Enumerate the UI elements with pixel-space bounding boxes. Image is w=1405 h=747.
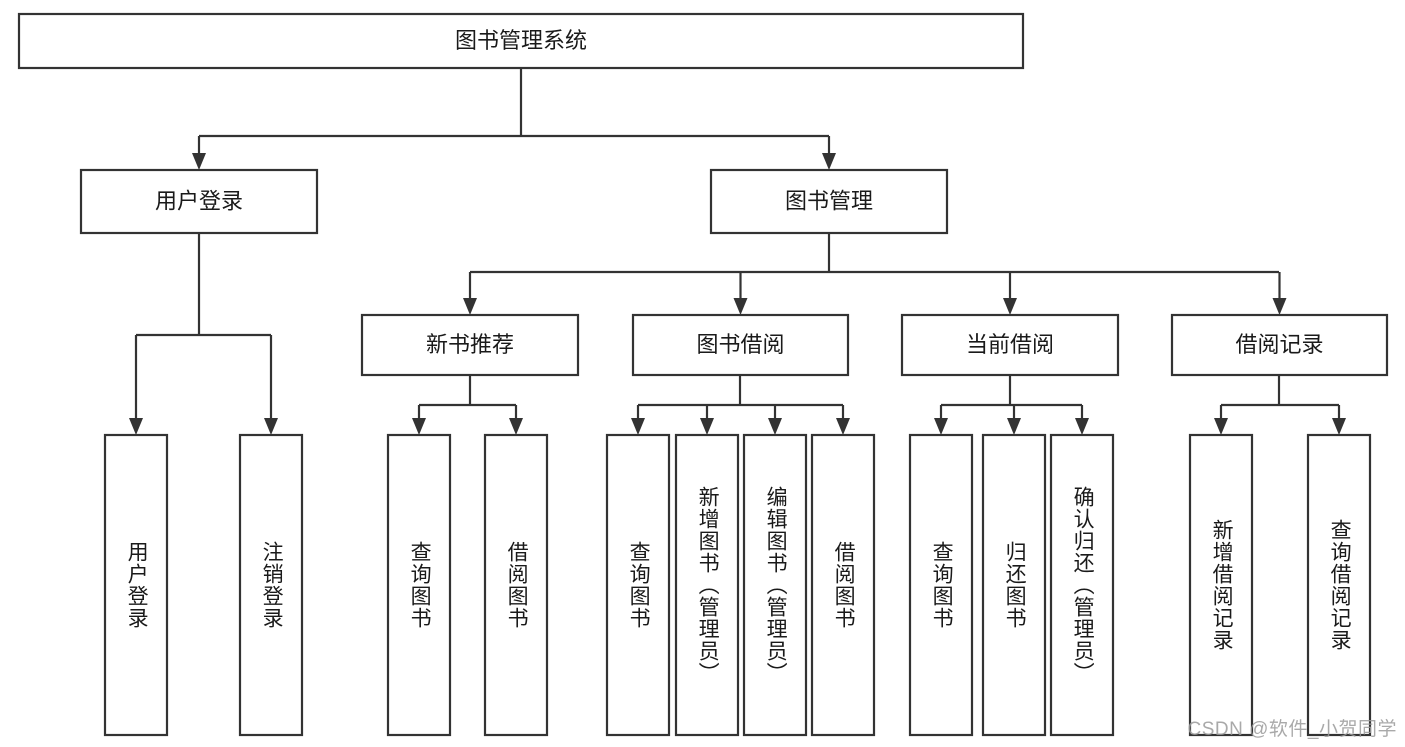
leaf-node-box-1[interactable] [238,433,304,737]
level1-node-box-1[interactable] [709,168,949,235]
level2-node-label-2: 当前借阅 [966,332,1054,357]
arrow-to-level2-3 [1272,298,1287,315]
level2-node-box-0[interactable] [360,313,580,377]
level2-node-label-0: 新书推荐 [426,332,514,357]
watermark-text: CSDN @软件_小贺同学 [1187,719,1397,740]
arrow-to-level1-0 [192,153,206,170]
leaf-node-box-10[interactable] [1049,433,1115,737]
level1-node-box-0[interactable] [79,168,319,235]
leaf-node-box-4[interactable] [605,433,671,737]
leaf-node-box-9[interactable] [981,433,1047,737]
arrow-to-leaf-3-0 [1214,418,1228,435]
arrow-to-level2-2 [1003,298,1017,315]
arrow-to-leaf-1-2 [768,418,782,435]
level2-node-box-1[interactable] [631,313,850,377]
arrow-to-leaf-2-2 [1075,418,1089,435]
arrow-to-leaf-3-1 [1332,418,1346,435]
leaf-node-box-11[interactable] [1188,433,1254,737]
arrow-to-leaf-2-1 [1007,418,1021,435]
root-node-label: 图书管理系统 [455,28,587,53]
level1-node-label-1: 图书管理 [785,188,873,213]
arrow-to-leaf-1-1 [700,418,714,435]
arrow-to-level2-1 [733,298,748,315]
arrow-to-leaf-1-0 [631,418,645,435]
level2-node-label-3: 借阅记录 [1235,332,1323,357]
arrow-to-login-leaf-1 [264,418,278,435]
level2-node-box-2[interactable] [900,313,1120,377]
leaf-node-box-8[interactable] [908,433,974,737]
leaf-node-box-6[interactable] [742,433,808,737]
arrow-to-leaf-1-3 [836,418,850,435]
leaf-node-box-5[interactable] [674,433,740,737]
connectors-layer [129,68,1346,435]
arrow-to-leaf-0-0 [412,418,426,435]
boxes-layer [17,12,1389,737]
arrow-to-leaf-0-1 [509,418,523,435]
leaf-node-box-2[interactable] [386,433,452,737]
level2-node-box-3[interactable] [1170,313,1389,377]
root-node-box[interactable] [17,12,1025,70]
arrow-to-level1-1 [822,153,836,170]
level2-node-label-1: 图书借阅 [696,332,784,357]
leaf-node-box-3[interactable] [483,433,549,737]
arrow-to-level2-0 [463,298,477,315]
leaf-node-box-12[interactable] [1306,433,1372,737]
level1-node-label-0: 用户登录 [155,188,243,213]
arrow-to-leaf-2-0 [934,418,948,435]
arrow-to-login-leaf-0 [129,418,143,435]
leaf-node-box-7[interactable] [810,433,876,737]
leaf-node-box-0[interactable] [103,433,169,737]
